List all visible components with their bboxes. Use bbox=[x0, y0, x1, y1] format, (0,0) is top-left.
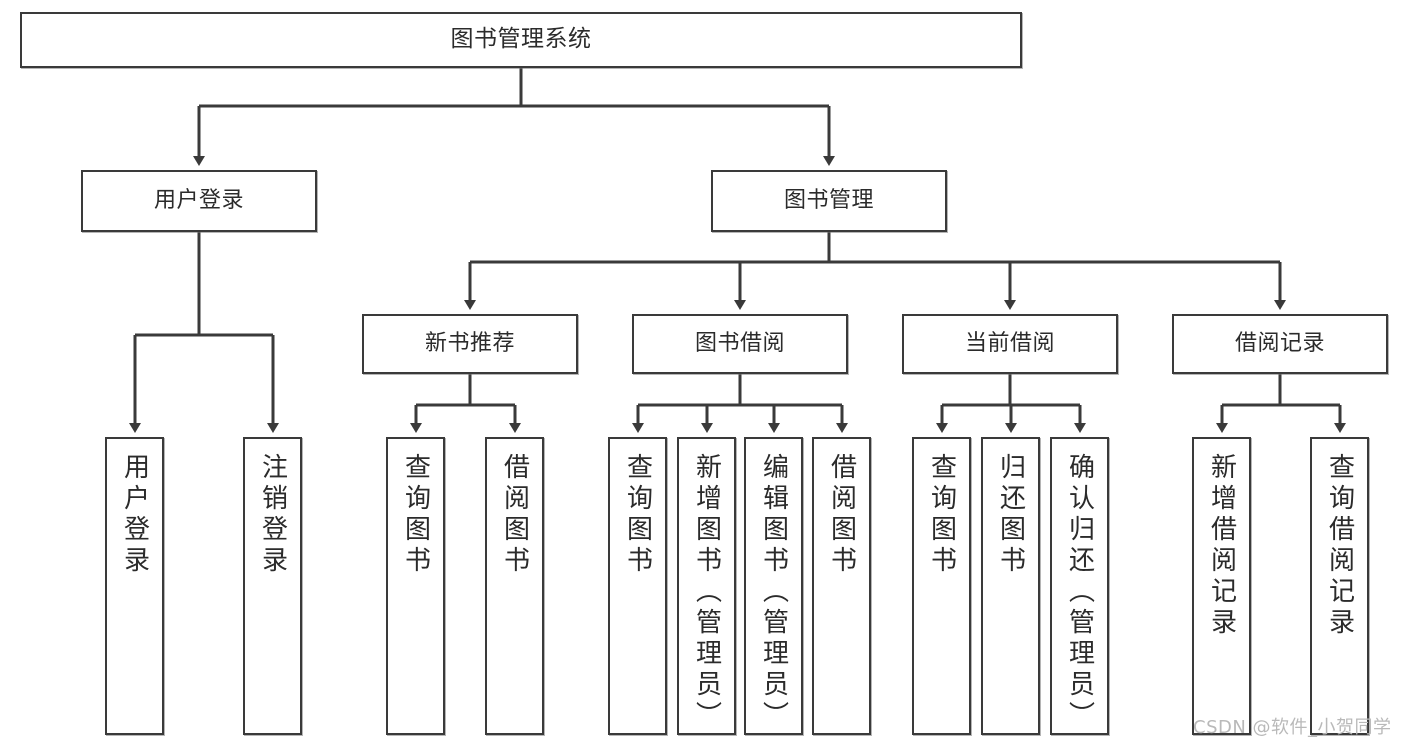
node-leaf-edit-book-label: 编辑图书（管理员） bbox=[758, 453, 789, 732]
node-leaf-query-book-2[interactable]: 查询图书 bbox=[608, 437, 667, 735]
node-leaf-borrow-book-2[interactable]: 借阅图书 bbox=[812, 437, 871, 735]
node-borrow-record-label: 借阅记录 bbox=[1234, 331, 1325, 357]
node-leaf-confirm-return[interactable]: 确认归还（管理员） bbox=[1050, 437, 1109, 735]
csdn-watermark: CSDN @软件_小贺同学 bbox=[1193, 717, 1392, 738]
node-leaf-borrow-book-2-label: 借阅图书 bbox=[826, 453, 857, 577]
node-leaf-logout-label: 注销登录 bbox=[257, 453, 288, 577]
node-book-borrow-label: 图书借阅 bbox=[694, 331, 785, 357]
node-leaf-return-book[interactable]: 归还图书 bbox=[981, 437, 1040, 735]
node-leaf-add-book-label: 新增图书（管理员） bbox=[691, 453, 722, 732]
node-leaf-query-record[interactable]: 查询借阅记录 bbox=[1310, 437, 1369, 735]
node-borrow-record[interactable]: 借阅记录 bbox=[1172, 314, 1388, 374]
node-leaf-edit-book[interactable]: 编辑图书（管理员） bbox=[744, 437, 803, 735]
node-current-borrow[interactable]: 当前借阅 bbox=[902, 314, 1118, 374]
node-leaf-query-book-3-label: 查询图书 bbox=[926, 453, 957, 577]
node-book-manage-label: 图书管理 bbox=[783, 188, 874, 214]
node-leaf-borrow-book-1-label: 借阅图书 bbox=[499, 453, 530, 577]
node-leaf-query-book-1-label: 查询图书 bbox=[400, 453, 431, 577]
node-user-login[interactable]: 用户登录 bbox=[81, 170, 317, 232]
node-root[interactable]: 图书管理系统 bbox=[20, 12, 1022, 68]
node-leaf-add-record[interactable]: 新增借阅记录 bbox=[1192, 437, 1251, 735]
node-new-book-rec[interactable]: 新书推荐 bbox=[362, 314, 578, 374]
node-leaf-user-login-label: 用户登录 bbox=[119, 453, 150, 577]
node-leaf-borrow-book-1[interactable]: 借阅图书 bbox=[485, 437, 544, 735]
node-book-manage[interactable]: 图书管理 bbox=[711, 170, 947, 232]
node-leaf-user-login[interactable]: 用户登录 bbox=[105, 437, 164, 735]
node-root-label: 图书管理系统 bbox=[450, 26, 592, 53]
node-leaf-return-book-label: 归还图书 bbox=[995, 453, 1026, 577]
node-user-login-label: 用户登录 bbox=[153, 188, 244, 214]
node-leaf-query-book-2-label: 查询图书 bbox=[622, 453, 653, 577]
node-leaf-query-book-1[interactable]: 查询图书 bbox=[386, 437, 445, 735]
node-leaf-query-book-3[interactable]: 查询图书 bbox=[912, 437, 971, 735]
node-book-borrow[interactable]: 图书借阅 bbox=[632, 314, 848, 374]
node-leaf-add-book[interactable]: 新增图书（管理员） bbox=[677, 437, 736, 735]
node-leaf-logout[interactable]: 注销登录 bbox=[243, 437, 302, 735]
node-leaf-query-record-label: 查询借阅记录 bbox=[1324, 453, 1355, 639]
node-leaf-add-record-label: 新增借阅记录 bbox=[1206, 453, 1237, 639]
node-leaf-confirm-return-label: 确认归还（管理员） bbox=[1064, 453, 1095, 732]
node-current-borrow-label: 当前借阅 bbox=[964, 331, 1055, 357]
node-new-book-rec-label: 新书推荐 bbox=[424, 331, 515, 357]
